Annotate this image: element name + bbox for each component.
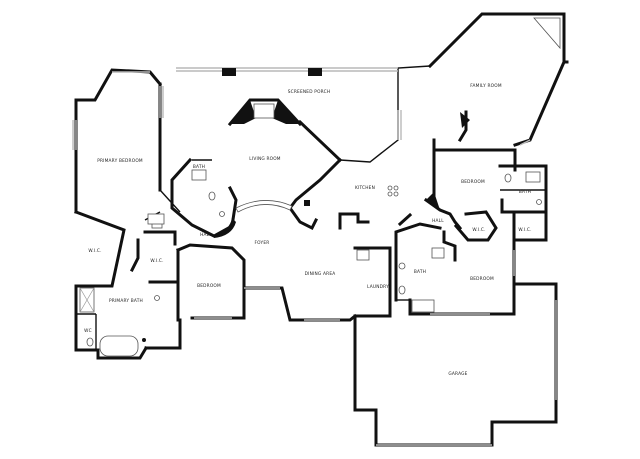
label-bedroom-1: BEDROOM [461, 179, 485, 185]
label-hall-2: HALL [200, 232, 212, 238]
label-bath-2: BATH [519, 189, 531, 195]
room-labels: SCREENED PORCH FAMILY ROOM PRIMARY BEDRO… [84, 83, 531, 377]
label-wic-2: W.I.C. [518, 227, 531, 233]
label-family-room: FAMILY ROOM [470, 83, 502, 89]
walls [74, 12, 569, 447]
label-bath-3: BATH [414, 269, 426, 275]
label-hall-1: HALL [432, 218, 444, 224]
label-wic-4: W.I.C. [150, 258, 163, 264]
label-foyer: FOYER [255, 240, 270, 246]
label-bedroom-3: BEDROOM [197, 283, 221, 289]
label-wic-3: W.I.C. [88, 248, 101, 254]
label-garage: GARAGE [448, 371, 467, 377]
label-living-room: LIVING ROOM [249, 156, 281, 162]
label-wic-1: W.I.C. [472, 227, 485, 233]
label-bedroom-2: BEDROOM [470, 276, 494, 282]
label-kitchen: KITCHEN [355, 185, 375, 191]
label-primary-bedroom: PRIMARY BEDROOM [97, 158, 143, 164]
label-wc: WC [84, 328, 92, 334]
label-laundry: LAUNDRY [367, 284, 389, 290]
windows [72, 67, 557, 446]
label-dining-area: DINING AREA [305, 271, 336, 277]
label-primary-bath: PRIMARY BATH [109, 298, 143, 304]
label-screened-porch: SCREENED PORCH [288, 89, 331, 95]
label-bath-1: BATH [193, 164, 205, 170]
fixtures [79, 17, 561, 357]
